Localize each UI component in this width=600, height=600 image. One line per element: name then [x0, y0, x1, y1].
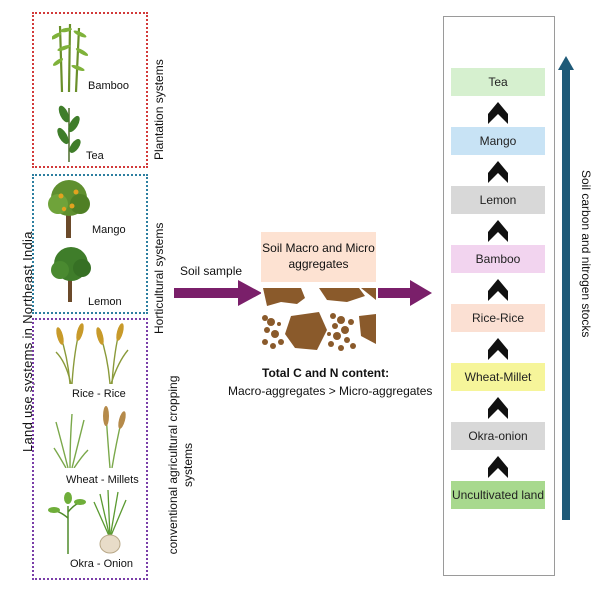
stocks-axis-label: Soil carbon and nitrogen stocks	[579, 170, 593, 338]
okra-onion-label: Okra - Onion	[70, 558, 133, 570]
aggregates-line-1: Soil Macro and Micro	[262, 241, 375, 255]
rank-box-bamboo: Bamboo	[451, 245, 545, 273]
rank-box-uncultivated-land: Uncultivated land	[451, 481, 545, 509]
aggregates-line-2: aggregates	[288, 257, 349, 271]
wheat-millet-icon	[53, 406, 126, 468]
plantation-group-box	[32, 12, 148, 168]
up-chevron-icon	[488, 338, 508, 360]
to-ranking-arrow	[378, 280, 432, 306]
up-chevron-icon	[488, 161, 508, 183]
mango-tree-icon	[48, 180, 90, 238]
rice-plant-icon	[55, 323, 129, 384]
rank-box-wheat-millet: Wheat-Millet	[451, 363, 545, 391]
soil-sample-label: Soil sample	[180, 264, 243, 278]
horticultural-group-box	[32, 174, 148, 314]
rank-box-rice-rice: Rice-Rice	[451, 304, 545, 332]
tea-label: Tea	[86, 150, 104, 162]
total-cn-title: Total C and N content:	[262, 366, 390, 380]
horticultural-systems-label: Horticultural systems	[152, 222, 166, 334]
soil-sample-arrow	[174, 280, 262, 306]
tea-icon	[57, 105, 81, 162]
rank-box-tea: Tea	[451, 68, 545, 96]
rank-box-okra-onion: Okra-onion	[451, 422, 545, 450]
up-chevron-icon	[488, 102, 508, 124]
bamboo-label: Bamboo	[88, 80, 129, 92]
soil-aggregates-image	[261, 286, 376, 352]
wheat-millets-label: Wheat - Millets	[66, 474, 139, 486]
up-chevron-icon	[488, 220, 508, 242]
lemon-label: Lemon	[88, 296, 122, 308]
up-chevron-icon	[488, 279, 508, 301]
stocks-axis-arrow	[558, 56, 574, 520]
plantation-systems-label: Plantation systems	[152, 59, 166, 160]
agricultural-group-box	[32, 318, 148, 580]
lemon-tree-icon	[51, 247, 91, 302]
mango-label: Mango	[92, 224, 126, 236]
up-chevron-icon	[488, 397, 508, 419]
bamboo-icon	[52, 23, 88, 92]
ranking-panel	[443, 16, 555, 576]
okra-onion-icon	[48, 489, 127, 554]
rank-box-lemon: Lemon	[451, 186, 545, 214]
aggregates-box: Soil Macro and Micro aggregates	[261, 232, 376, 282]
aggregate-comparison: Macro-aggregates > Micro-aggregates	[228, 384, 433, 398]
rice-rice-label: Rice - Rice	[72, 388, 126, 400]
rank-box-mango: Mango	[451, 127, 545, 155]
agricultural-systems-label-1: conventional agricultural cropping syste…	[166, 375, 195, 555]
up-chevron-icon	[488, 456, 508, 478]
